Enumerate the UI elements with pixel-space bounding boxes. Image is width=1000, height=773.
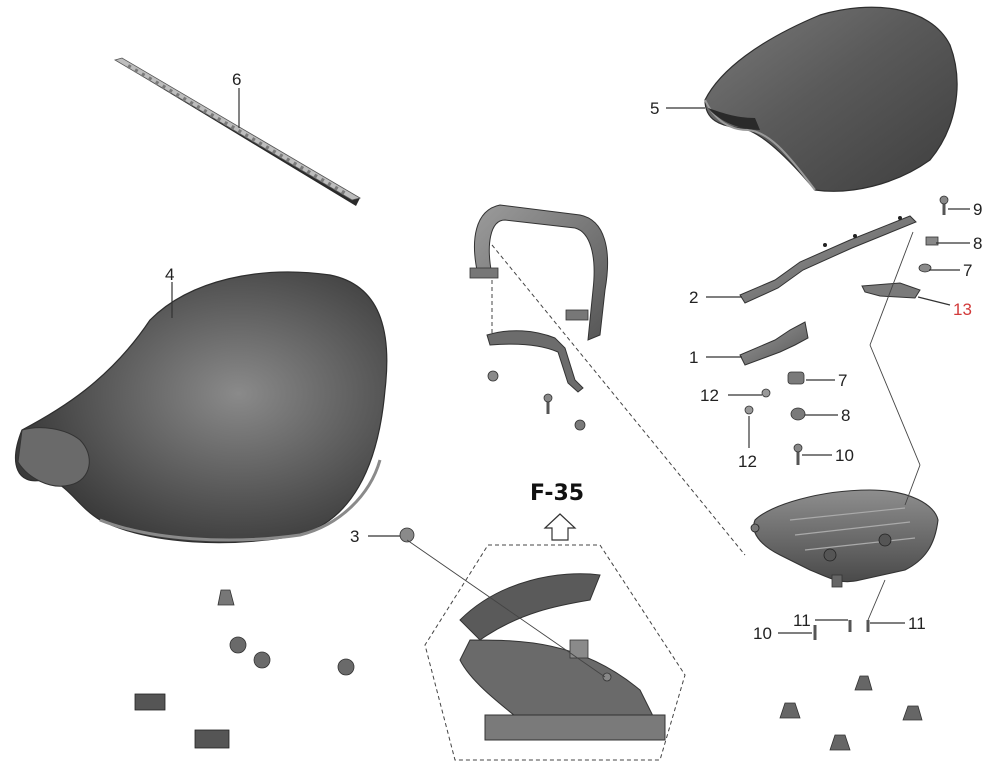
grab-handle <box>469 204 608 431</box>
leader-lines <box>171 88 970 634</box>
bracket-long <box>739 215 917 304</box>
passenger-seat <box>704 6 958 192</box>
callout-13: 13 <box>953 300 972 319</box>
hardware-right <box>744 195 949 465</box>
reflector-strip <box>113 57 362 206</box>
callout-8-mid: 8 <box>841 406 850 425</box>
luggage-rack <box>750 489 939 588</box>
rider-seat <box>15 271 388 544</box>
bracket-short <box>739 321 809 366</box>
callout-5: 5 <box>650 99 659 118</box>
callout-11-right: 11 <box>908 614 926 633</box>
callout-10-bottom: 10 <box>753 624 772 643</box>
callout-labels: 6 4 5 3 2 1 9 8 7 13 7 12 8 12 10 10 11 … <box>165 70 982 643</box>
callout-7-top: 7 <box>963 261 972 280</box>
callout-12-left: 12 <box>700 386 719 405</box>
callout-3: 3 <box>350 527 359 546</box>
callout-10-mid: 10 <box>835 446 854 465</box>
assembly-lines <box>406 231 921 678</box>
callout-12-bottom: 12 <box>738 452 757 471</box>
rubber-feet-right <box>779 675 923 751</box>
callout-7-mid: 7 <box>838 371 847 390</box>
callout-2: 2 <box>689 288 698 307</box>
callout-9: 9 <box>973 200 982 219</box>
inset-frame <box>424 544 686 761</box>
fastener <box>399 527 415 543</box>
callout-11-left: 11 <box>793 611 811 630</box>
hardware-left <box>134 589 355 749</box>
callout-4: 4 <box>165 265 174 284</box>
up-arrow-icon <box>543 513 577 541</box>
callout-8-top: 8 <box>973 234 982 253</box>
rack-bolts <box>813 620 870 640</box>
callout-1: 1 <box>689 348 698 367</box>
reference-label: F-35 <box>530 481 584 506</box>
callout-6: 6 <box>232 70 241 89</box>
